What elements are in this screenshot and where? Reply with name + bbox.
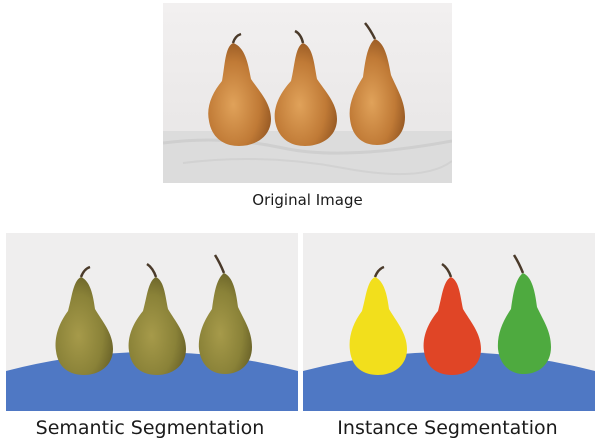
original-image-caption: Original Image (163, 191, 452, 209)
instance-segmentation-image (303, 233, 595, 411)
original-image (163, 3, 452, 183)
instance-segmentation-caption: Instance Segmentation (300, 417, 595, 439)
semantic-segmentation-image (6, 233, 298, 411)
semantic-segmentation-caption: Semantic Segmentation (0, 417, 300, 439)
